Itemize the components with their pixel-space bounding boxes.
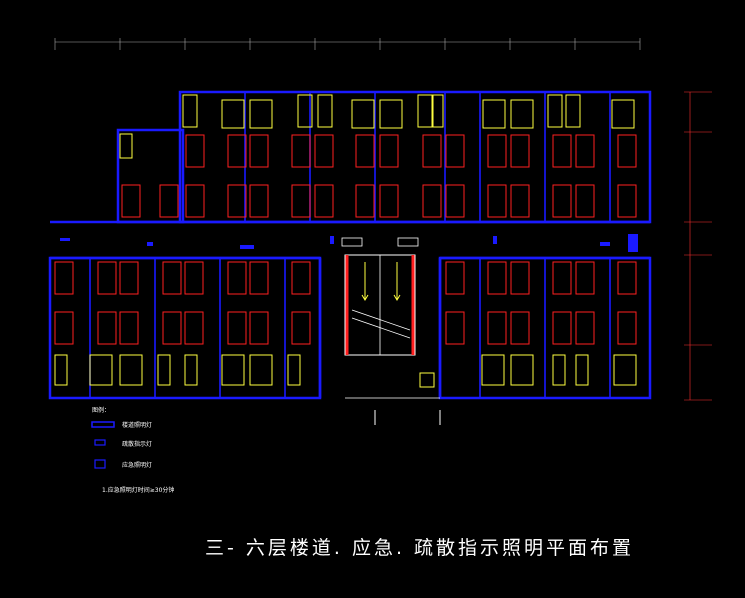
drawing-title: 三- 六层楼道. 应急. 疏散指示照明平面布置 <box>205 537 635 559</box>
staircase <box>341 237 441 425</box>
top-dimension-line <box>54 38 641 50</box>
legend-item-emergency-light: 应急照明灯 <box>122 461 152 469</box>
north-beds <box>121 134 637 218</box>
legend-glyphs <box>91 421 115 469</box>
right-dimension-line <box>684 91 712 401</box>
south-partitions <box>89 258 611 398</box>
south-bathrooms <box>54 354 637 386</box>
legend-item-corridor-light: 楼道照明灯 <box>122 421 152 429</box>
north-partitions <box>244 92 611 222</box>
legend-item-exit-sign: 疏散指示灯 <box>122 440 152 448</box>
legend-heading: 图例： <box>92 406 110 414</box>
north-bathrooms <box>119 94 635 159</box>
corridor-lights <box>60 234 638 252</box>
outer-walls <box>48 90 652 400</box>
south-beds <box>54 261 637 345</box>
legend-note: 1.应急照明灯时间≥30分钟 <box>102 486 174 494</box>
